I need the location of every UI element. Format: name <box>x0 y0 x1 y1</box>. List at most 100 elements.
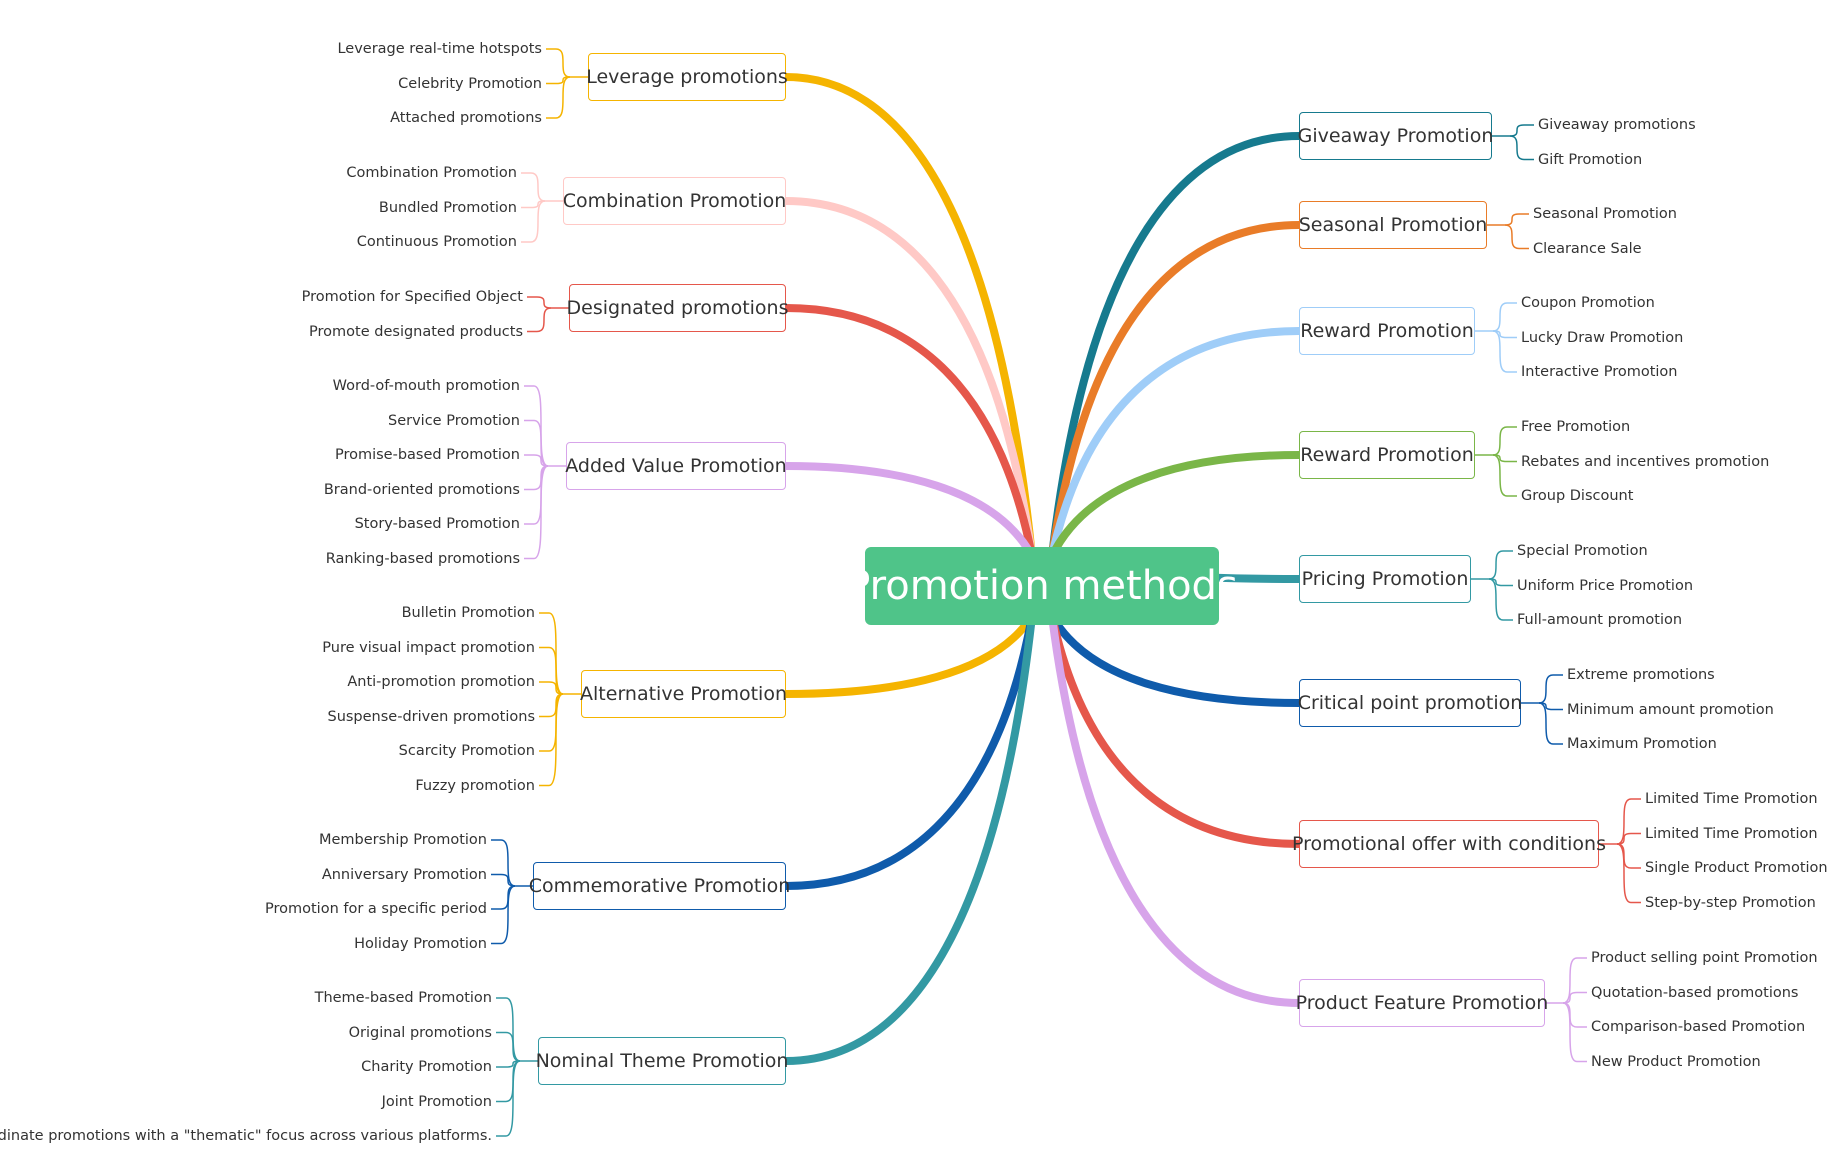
branch-topic[interactable]: Designated promotions <box>567 284 789 332</box>
branch-topic-label: Added Value Promotion <box>565 455 787 477</box>
root-topic[interactable]: Promotion methods <box>846 547 1238 625</box>
leaf-topic[interactable]: Theme-based Promotion <box>314 990 492 1006</box>
leaf-connector <box>539 693 564 752</box>
branch-topic[interactable]: Leverage promotions <box>586 53 788 101</box>
branch-topic[interactable]: Seasonal Promotion <box>1299 201 1487 249</box>
branch-topic-label: Nominal Theme Promotion <box>535 1050 789 1072</box>
leaf-topic[interactable]: Holiday Promotion <box>354 935 487 952</box>
leaf-topic[interactable]: Limited Time Promotion <box>1645 825 1818 842</box>
leaf-topic[interactable]: Clearance Sale <box>1533 240 1642 257</box>
leaf-connector <box>491 885 516 910</box>
leaf-connector <box>1492 454 1517 497</box>
leaf-topic[interactable]: Celebrity Promotion <box>398 75 542 92</box>
leaf-connector <box>546 76 571 119</box>
leaf-topic[interactable]: Fuzzy promotion <box>415 777 535 794</box>
leaf-connector <box>491 873 516 887</box>
branch-topic-label: Pricing Promotion <box>1301 568 1469 590</box>
leaf-topic[interactable]: Anniversary Promotion <box>321 866 487 883</box>
leaf-topic[interactable]: Word-of-mouth promotion <box>332 378 520 394</box>
leaf-topic[interactable]: Quotation-based promotions <box>1591 984 1799 1001</box>
leaf-topic[interactable]: Bulletin Promotion <box>401 605 535 621</box>
branch-connector <box>1048 132 1303 560</box>
leaf-topic[interactable]: Ranking-based promotions <box>325 550 520 567</box>
branch-topic[interactable]: Reward Promotion <box>1299 307 1475 355</box>
leaf-topic[interactable]: Gift Promotion <box>1538 151 1643 168</box>
leaf-topic[interactable]: Suspense-driven promotions <box>327 708 535 725</box>
leaf-topic[interactable]: Coordinate promotions with a "thematic" … <box>0 1128 492 1144</box>
branch-connector <box>782 73 1036 560</box>
leaf-topic[interactable]: New Product Promotion <box>1591 1053 1761 1070</box>
branch-topic[interactable]: Product Feature Promotion <box>1296 979 1548 1027</box>
branch-topic[interactable]: Added Value Promotion <box>565 442 787 490</box>
leaf-topic[interactable]: Comparison-based Promotion <box>1591 1019 1806 1035</box>
leaf-topic[interactable]: Free Promotion <box>1521 419 1631 435</box>
leaf-topic[interactable]: Anti-promotion promotion <box>347 674 535 690</box>
leaf-topic[interactable]: Rebates and incentives promotion <box>1521 453 1770 470</box>
leaf-connector <box>1538 674 1563 704</box>
leaf-topic[interactable]: Promotion for Specified Object <box>301 289 523 305</box>
leaf-topic[interactable]: Single Product Promotion <box>1645 860 1828 876</box>
branch-topic[interactable]: Combination Promotion <box>563 177 786 225</box>
leaf-topic[interactable]: Membership Promotion <box>318 832 487 848</box>
leaf-topic[interactable]: Promotion for a specific period <box>264 901 487 917</box>
branch-connector <box>1048 451 1303 560</box>
leaf-topic[interactable]: Full-amount promotion <box>1517 612 1683 628</box>
leaf-topic[interactable]: Joint Promotion <box>381 1093 492 1110</box>
leaf-topic[interactable]: Promote designated products <box>309 323 523 340</box>
leaf-topic[interactable]: Scarcity Promotion <box>398 743 535 759</box>
branch-topic[interactable]: Critical point promotion <box>1298 679 1522 727</box>
branch-topic-label: Combination Promotion <box>562 190 787 212</box>
leaf-topic[interactable]: Pure visual impact promotion <box>322 639 535 656</box>
leaf-topic[interactable]: Step-by-step Promotion <box>1645 894 1816 911</box>
branch-topic[interactable]: Reward Promotion <box>1299 431 1475 479</box>
leaf-topic[interactable]: Interactive Promotion <box>1521 364 1678 380</box>
leaf-connector <box>527 296 552 309</box>
leaf-connector <box>1616 832 1641 845</box>
branch-topic-label: Reward Promotion <box>1300 444 1474 466</box>
leaf-topic[interactable]: Continuous Promotion <box>356 234 517 250</box>
branch-connector <box>782 304 1036 560</box>
leaf-connector <box>1492 302 1517 332</box>
leaf-topic[interactable]: Product selling point Promotion <box>1591 950 1818 966</box>
leaf-topic[interactable]: Leverage real-time hotspots <box>337 41 542 57</box>
leaf-topic[interactable]: Seasonal Promotion <box>1533 206 1677 222</box>
leaf-topic[interactable]: Uniform Price Promotion <box>1517 577 1694 594</box>
leaf-connector <box>524 465 549 560</box>
leaf-connector <box>1616 843 1641 869</box>
leaf-topic[interactable]: Story-based Promotion <box>354 516 520 532</box>
leaf-topic[interactable]: Service Promotion <box>388 412 520 429</box>
branch-topic[interactable]: Alternative Promotion <box>580 670 787 718</box>
leaf-topic[interactable]: Bundled Promotion <box>378 199 517 216</box>
leaf-connector <box>1616 843 1641 904</box>
leaf-topic[interactable]: Promise-based Promotion <box>334 447 520 463</box>
branch-topic-label: Giveaway Promotion <box>1297 125 1494 147</box>
branch-topic[interactable]: Pricing Promotion <box>1299 555 1471 603</box>
branch-topic[interactable]: Promotional offer with conditions <box>1292 820 1606 868</box>
branch-topic[interactable]: Nominal Theme Promotion <box>535 1037 789 1085</box>
leaf-topic[interactable]: Minimum amount promotion <box>1567 701 1774 718</box>
leaf-connector <box>539 693 564 787</box>
leaf-topic[interactable]: Giveaway promotions <box>1538 117 1696 133</box>
leaf-topic[interactable]: Limited Time Promotion <box>1645 791 1818 807</box>
branch-topic[interactable]: Giveaway Promotion <box>1297 112 1494 160</box>
leaf-topic[interactable]: Original promotions <box>348 1024 492 1041</box>
branch-connector <box>782 612 1036 698</box>
leaf-topic[interactable]: Lucky Draw Promotion <box>1521 329 1684 346</box>
leaf-connector <box>1492 330 1517 373</box>
leaf-topic[interactable]: Special Promotion <box>1517 543 1648 559</box>
leaf-topic[interactable]: Maximum Promotion <box>1567 736 1717 752</box>
branch-topic[interactable]: Commemorative Promotion <box>529 862 790 910</box>
leaf-connector <box>1616 798 1641 845</box>
leaf-topic[interactable]: Extreme promotions <box>1567 667 1715 683</box>
leaf-connector <box>539 646 564 695</box>
leaf-topic[interactable]: Brand-oriented promotions <box>323 481 520 498</box>
leaf-topic[interactable]: Group Discount <box>1521 488 1634 504</box>
leaf-topic[interactable]: Combination Promotion <box>346 165 517 181</box>
leaf-topic[interactable]: Charity Promotion <box>361 1059 492 1075</box>
leaf-connector <box>1492 426 1517 456</box>
leaf-connector <box>524 454 549 467</box>
leaf-topic[interactable]: Attached promotions <box>390 110 542 126</box>
leaf-topic[interactable]: Coupon Promotion <box>1521 295 1655 311</box>
